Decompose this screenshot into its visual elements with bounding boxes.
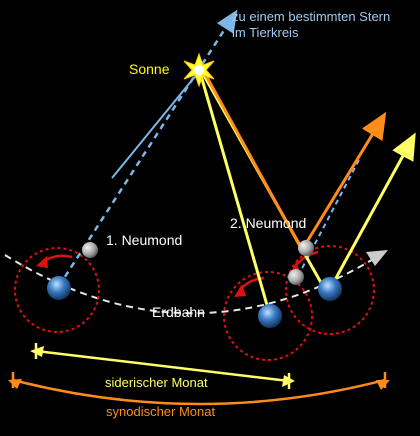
synodic-month-span bbox=[8, 372, 390, 406]
sun-icon bbox=[183, 52, 215, 88]
star-direction-line-2 bbox=[297, 157, 361, 277]
orbit-label: Erdbahn bbox=[152, 304, 205, 320]
sun-line-orange bbox=[201, 69, 304, 251]
sun-label: Sonne bbox=[129, 61, 170, 77]
first-new-moon-label: 1. Neumond bbox=[106, 232, 182, 248]
earth-icon bbox=[318, 277, 342, 301]
star-label-line2: im Tierkreis bbox=[232, 25, 299, 40]
moon-motion-arrowhead-1 bbox=[36, 256, 48, 268]
yellow-arrow bbox=[328, 132, 416, 290]
moon-icon bbox=[288, 269, 304, 285]
moon-orbit-circle-3 bbox=[285, 245, 375, 335]
moon-icon bbox=[82, 242, 98, 258]
sun-line-yellow-left bbox=[198, 71, 271, 313]
second-new-moon-label: 2. Neumond bbox=[230, 215, 306, 231]
moon-motion-arrowhead-2 bbox=[234, 284, 246, 297]
moon-orbit-circle-1 bbox=[14, 247, 100, 333]
moon-orbit-circle-2 bbox=[223, 271, 313, 361]
star-label-line1: zu einem bestimmten Stern bbox=[232, 9, 390, 24]
sun-line-first-new-moon bbox=[111, 73, 198, 179]
earth-icon bbox=[258, 304, 282, 328]
sidereal-month-label: siderischer Monat bbox=[105, 375, 208, 390]
earth-orbit bbox=[4, 254, 376, 315]
star-direction-line bbox=[57, 9, 238, 287]
orange-arrow bbox=[300, 111, 387, 251]
earth-icon bbox=[47, 276, 71, 300]
earth-orbit-arrowhead bbox=[366, 250, 388, 266]
synodic-month-label: synodischer Monat bbox=[106, 404, 215, 419]
moon-icon bbox=[298, 240, 314, 256]
sidereal-month-span bbox=[30, 343, 295, 389]
